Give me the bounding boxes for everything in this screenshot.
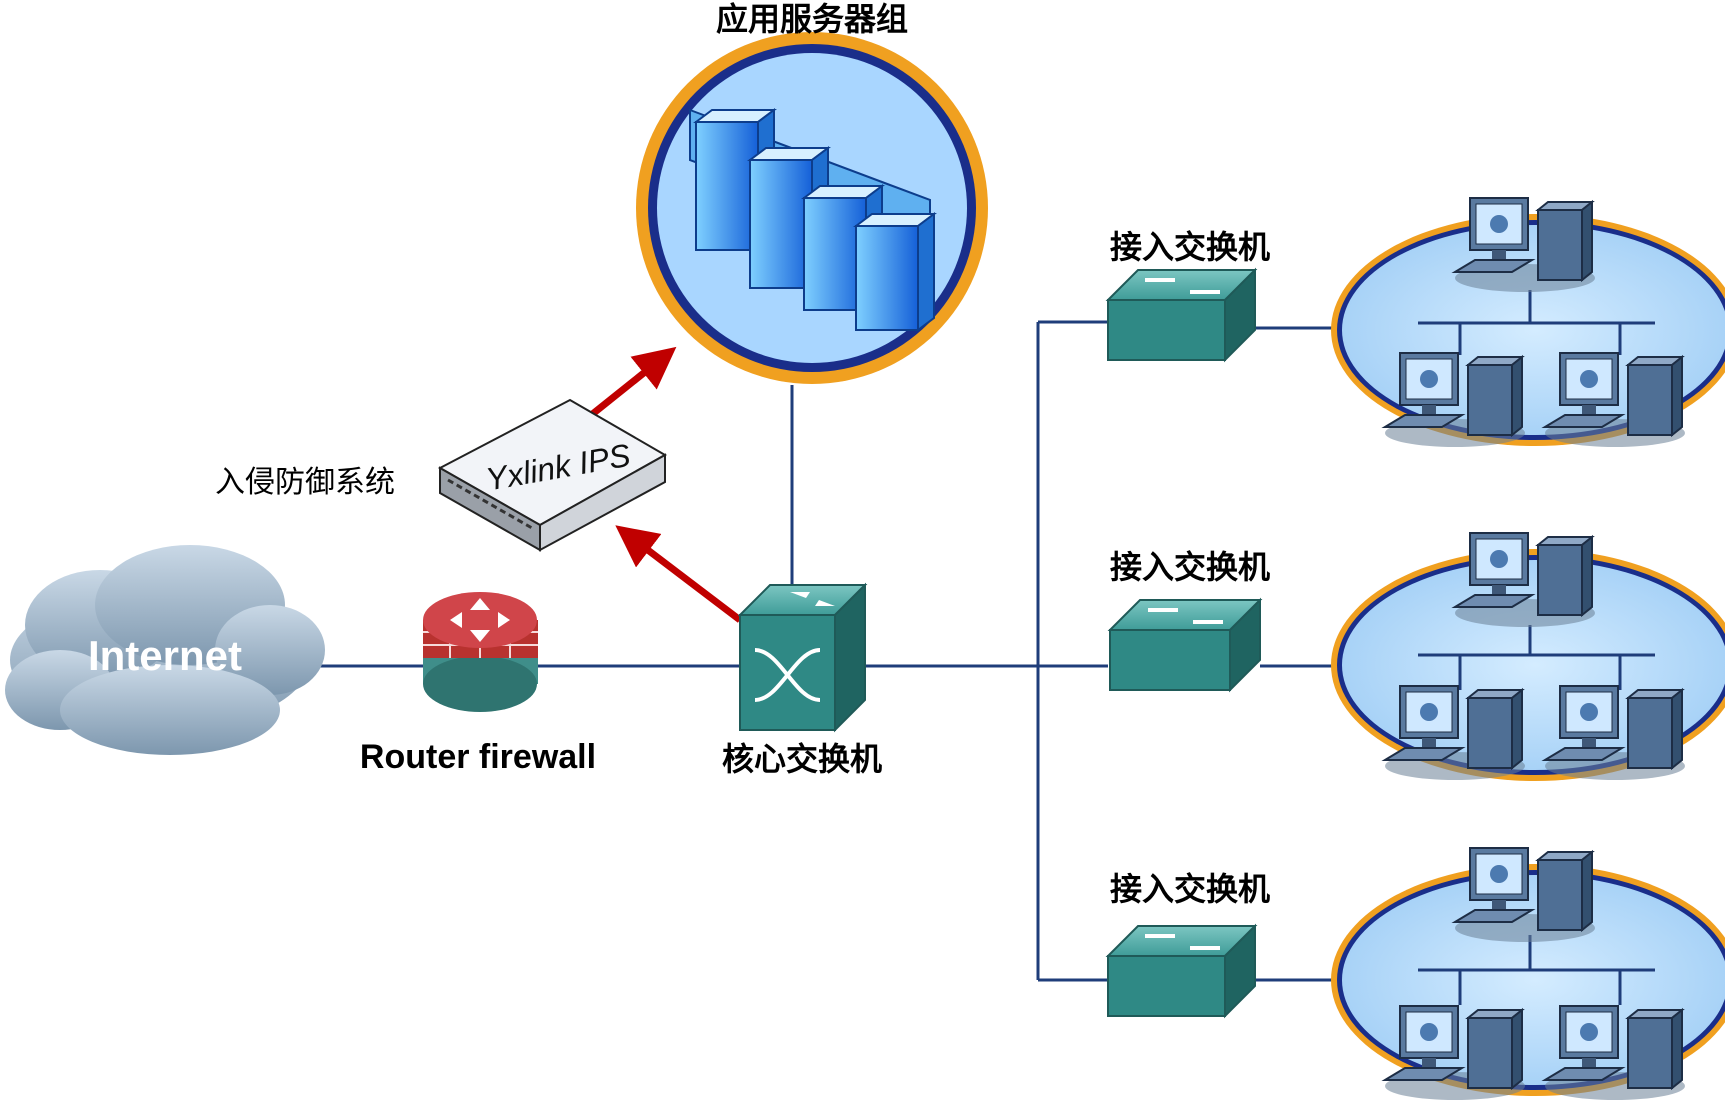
access-switch-3: 接入交换机 — [1105, 870, 1270, 1019]
core-switch-cross-icon — [754, 648, 821, 702]
ips-side — [539, 453, 666, 552]
core-switch: 核心交换机 — [722, 582, 882, 778]
computer-icon — [1381, 1005, 1525, 1100]
core-switch-side — [834, 582, 866, 733]
router-firewall: Router firewall — [360, 592, 596, 776]
switch-arrows-icon — [1145, 278, 1220, 294]
computer-icon — [1451, 532, 1595, 627]
access-switch-2: 接入交换机 — [1107, 548, 1270, 693]
access-switch-label: 接入交换机 — [1110, 228, 1270, 266]
access-switch-label: 接入交换机 — [1110, 870, 1270, 908]
computer-icon — [1541, 1005, 1685, 1100]
router-firewall-label: Router firewall — [360, 738, 596, 776]
computer-icon — [1541, 685, 1685, 780]
link-lines — [320, 320, 1335, 982]
workstations — [1381, 197, 1685, 1100]
computer-icon — [1381, 352, 1525, 447]
core-switch-label: 核心交换机 — [722, 740, 882, 778]
router-top — [423, 592, 537, 648]
computer-icon — [1381, 685, 1525, 780]
internet-cloud: Internet — [5, 545, 325, 755]
arrow-ips-to-server — [587, 346, 677, 419]
arrow-core-to-ips — [615, 525, 743, 623]
switch-arrows-icon — [1145, 934, 1220, 950]
server-group-label: 应用服务器组 — [716, 0, 908, 38]
alert-arrows — [587, 346, 743, 623]
server-towers — [693, 108, 937, 332]
computer-icon — [1451, 847, 1595, 942]
access-switch-label: 接入交换机 — [1110, 548, 1270, 586]
server-icon — [853, 212, 937, 332]
access-switch-1: 接入交换机 — [1105, 228, 1270, 363]
computer-icon — [1541, 352, 1685, 447]
computer-icon — [1451, 197, 1595, 292]
router-arrows-icon — [450, 598, 510, 642]
router-bottom — [423, 656, 537, 712]
switch-arrows-icon — [1148, 608, 1223, 624]
server-group: 应用服务器组 — [636, 0, 988, 384]
cloud-icon — [5, 545, 325, 755]
internet-label: Internet — [88, 632, 242, 679]
ips-device: Yxlink IPS 入侵防御系统 — [215, 398, 668, 552]
ips-system-label: 入侵防御系统 — [215, 465, 395, 500]
